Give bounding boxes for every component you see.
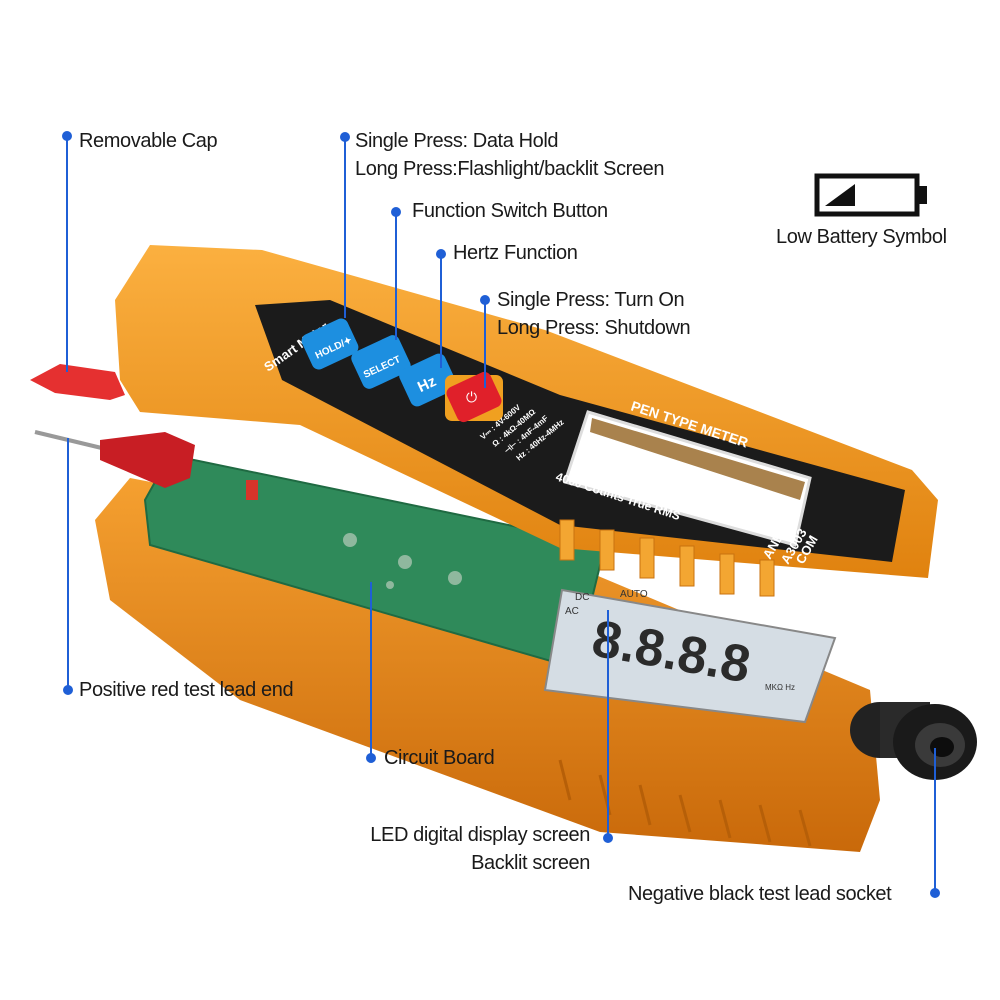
label-power-line2: Long Press: Shutdown bbox=[497, 317, 691, 339]
negative-socket bbox=[850, 702, 977, 780]
lcd-units: MKΩ Hz bbox=[765, 683, 795, 692]
label-removable-cap: Removable Cap bbox=[79, 130, 218, 152]
label-display-line2: Backlit screen bbox=[471, 852, 590, 874]
svg-text:Hz: Hz bbox=[415, 373, 439, 396]
pcb-led bbox=[246, 480, 258, 500]
power-icon: ⏻ bbox=[466, 389, 477, 405]
low-battery-icon bbox=[814, 173, 927, 217]
hold-button: HOLD/✦ bbox=[301, 318, 359, 370]
lcd-ac: AC bbox=[565, 606, 579, 617]
label-low-battery: Low Battery Symbol bbox=[776, 226, 947, 248]
red-cap bbox=[30, 364, 125, 400]
pcb-pads bbox=[343, 533, 462, 589]
power-button: ⏻ bbox=[445, 371, 503, 423]
lcd-auto: AUTO bbox=[620, 589, 648, 600]
label-display-line1: LED digital display screen bbox=[370, 824, 590, 846]
label-power-line1: Single Press: Turn On bbox=[497, 289, 685, 311]
label-negative-socket: Negative black test lead socket bbox=[628, 883, 892, 905]
probe-tip bbox=[34, 430, 111, 452]
lcd-dc: DC bbox=[575, 592, 589, 603]
label-positive-lead: Positive red test lead end bbox=[79, 679, 294, 701]
label-hertz: Hertz Function bbox=[453, 242, 578, 264]
housing-ribs bbox=[558, 759, 812, 847]
label-function-switch: Function Switch Button bbox=[412, 200, 608, 222]
lcd-window-shade bbox=[590, 418, 805, 500]
label-hold-line2: Long Press:Flashlight/backlit Screen bbox=[355, 158, 665, 180]
red-probe-handle bbox=[100, 432, 195, 488]
label-circuit-board: Circuit Board bbox=[384, 747, 495, 769]
lcd-module bbox=[543, 588, 837, 724]
label-hold-line1: Single Press: Data Hold bbox=[355, 130, 559, 152]
lcd-window bbox=[563, 410, 812, 547]
body-ribs bbox=[559, 519, 775, 597]
leader-lines bbox=[62, 131, 940, 898]
hz-button: Hz bbox=[399, 353, 457, 407]
select-button: SELECT bbox=[351, 335, 411, 389]
